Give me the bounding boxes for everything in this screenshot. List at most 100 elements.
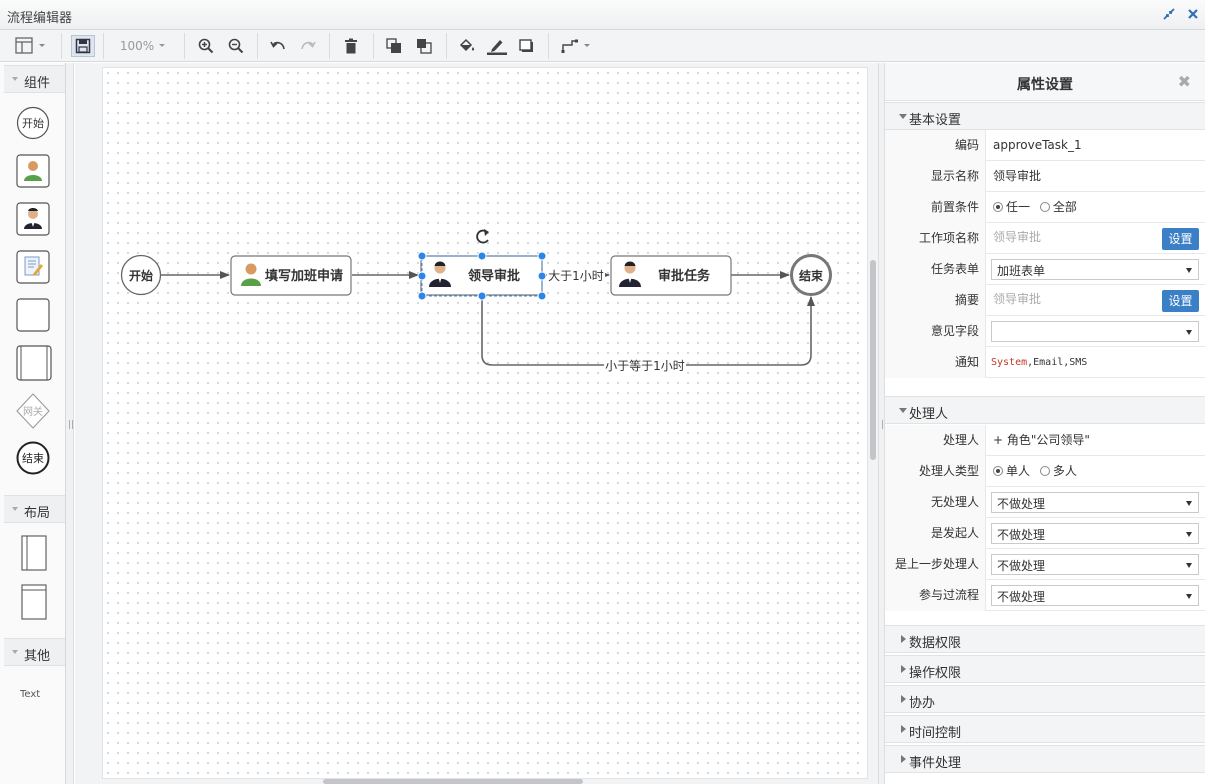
svg-text:网关: 网关 bbox=[23, 405, 43, 418]
summary-input[interactable]: 领导审批 bbox=[993, 292, 1042, 306]
canvas-area bbox=[75, 63, 878, 784]
section-basic[interactable]: 基本设置 bbox=[885, 102, 1205, 130]
section-data-permission[interactable]: 数据权限 bbox=[885, 625, 1205, 653]
shadow-icon bbox=[519, 39, 533, 52]
redo-button[interactable] bbox=[297, 35, 319, 57]
trash-icon bbox=[345, 38, 357, 54]
component-palette: 组件 开始 网关 结束 布局 bbox=[0, 63, 66, 784]
delete-button[interactable] bbox=[340, 35, 362, 57]
row-precondition: 前置条件 任一 全部 bbox=[885, 192, 1205, 223]
chevron-down-icon bbox=[1186, 268, 1192, 273]
opinion-field-select[interactable] bbox=[991, 321, 1199, 342]
palette-section-other[interactable]: 其他 bbox=[4, 638, 65, 666]
palette-end-event[interactable]: 结束 bbox=[16, 441, 50, 478]
canvas-vertical-scrollbar[interactable] bbox=[870, 260, 876, 460]
right-splitter[interactable]: || bbox=[878, 63, 887, 784]
svg-text:结束: 结束 bbox=[22, 452, 44, 465]
layout-icon bbox=[15, 37, 45, 54]
node-fill-request[interactable]: 填写加班申请 bbox=[230, 255, 352, 296]
row-handler: 处理人 + 角色"公司领导" bbox=[885, 425, 1205, 456]
title-bar: 流程编辑器 bbox=[0, 0, 1205, 30]
connector-style-button[interactable] bbox=[560, 35, 594, 57]
handler-single-radio[interactable]: 单人 bbox=[993, 464, 1030, 478]
undo-icon bbox=[270, 41, 285, 50]
manager-icon bbox=[429, 261, 451, 287]
handler-value[interactable]: + 角色"公司领导" bbox=[993, 433, 1090, 447]
edge-label-le-one-hour[interactable]: 小于等于1小时 bbox=[605, 359, 685, 373]
section-handler[interactable]: 处理人 bbox=[885, 396, 1205, 424]
minimize-icon[interactable] bbox=[1161, 6, 1177, 22]
palette-start-event[interactable]: 开始 bbox=[16, 106, 50, 143]
palette-subprocess[interactable] bbox=[16, 345, 52, 384]
node-start[interactable]: 开始 bbox=[120, 254, 162, 296]
shadow-button[interactable] bbox=[516, 35, 538, 57]
selection-handles[interactable] bbox=[417, 251, 547, 301]
palette-blank-task[interactable] bbox=[16, 298, 50, 335]
display-name-input[interactable]: 领导审批 bbox=[993, 169, 1042, 183]
close-icon[interactable] bbox=[1185, 6, 1201, 22]
edge-label-gt-one-hour[interactable]: 大于1小时 bbox=[548, 269, 604, 283]
code-input[interactable]: approveTask_1 bbox=[993, 138, 1082, 152]
node-leader-approve[interactable]: 领导审批 bbox=[420, 255, 543, 297]
summary-set-button[interactable]: 设置 bbox=[1162, 290, 1199, 312]
workitem-set-button[interactable]: 设置 bbox=[1162, 228, 1199, 250]
prev-handler-select[interactable]: 不做处理 bbox=[991, 554, 1199, 575]
row-task-form: 任务表单 加班表单 bbox=[885, 254, 1205, 285]
chevron-down-icon bbox=[1186, 532, 1192, 537]
palette-user-task[interactable] bbox=[16, 154, 50, 191]
diagram-canvas[interactable] bbox=[102, 67, 868, 779]
task-form-select[interactable]: 加班表单 bbox=[991, 259, 1199, 280]
send-to-back-button[interactable] bbox=[413, 35, 435, 57]
handler-multi-radio[interactable]: 多人 bbox=[1039, 464, 1077, 478]
user-icon bbox=[241, 263, 261, 286]
save-button[interactable] bbox=[71, 35, 95, 57]
canvas-horizontal-scrollbar[interactable] bbox=[323, 779, 583, 784]
properties-close-icon[interactable]: ✖ bbox=[1177, 72, 1191, 91]
palette-horizontal-lane[interactable] bbox=[21, 584, 47, 623]
bring-to-front-button[interactable] bbox=[383, 35, 405, 57]
zoom-out-button[interactable] bbox=[225, 35, 247, 57]
properties-title: 属性设置 bbox=[1017, 77, 1073, 93]
notify-value[interactable]: System,Email,SMS bbox=[991, 357, 1088, 368]
chevron-down-icon bbox=[1186, 330, 1192, 335]
palette-vertical-lane[interactable] bbox=[21, 535, 47, 574]
precond-all-radio[interactable]: 全部 bbox=[1039, 200, 1077, 214]
connector-icon bbox=[561, 39, 590, 53]
section-time-control[interactable]: 时间控制 bbox=[885, 715, 1205, 743]
diagram: 大于1小时 小于等于1小时 开始 填写加班申请 领导审批 bbox=[120, 229, 832, 374]
node-approve-task[interactable]: 审批任务 bbox=[610, 255, 732, 296]
save-icon bbox=[75, 38, 91, 54]
rotate-handle-icon[interactable] bbox=[476, 229, 489, 244]
no-handler-select[interactable]: 不做处理 bbox=[991, 492, 1199, 513]
pencil-icon bbox=[487, 40, 507, 55]
row-handler-type: 处理人类型 单人 多人 bbox=[885, 456, 1205, 487]
section-event-handling[interactable]: 事件处理 bbox=[885, 745, 1205, 773]
joined-process-select[interactable]: 不做处理 bbox=[991, 585, 1199, 606]
to-front-icon bbox=[386, 38, 401, 53]
layout-menu-button[interactable] bbox=[14, 35, 50, 57]
precond-any-radio[interactable]: 任一 bbox=[993, 200, 1030, 214]
line-color-button[interactable] bbox=[486, 35, 508, 57]
row-no-handler: 无处理人 不做处理 bbox=[885, 487, 1205, 518]
palette-script-task[interactable] bbox=[16, 250, 50, 287]
palette-section-components[interactable]: 组件 bbox=[4, 65, 65, 93]
zoom-select[interactable]: 100% bbox=[114, 35, 174, 57]
undo-button[interactable] bbox=[267, 35, 289, 57]
palette-section-layout[interactable]: 布局 bbox=[4, 495, 65, 523]
palette-manager-task[interactable] bbox=[16, 202, 50, 239]
is-initiator-select[interactable]: 不做处理 bbox=[991, 523, 1199, 544]
palette-text[interactable]: Text bbox=[20, 689, 41, 700]
palette-gateway[interactable]: 网关 bbox=[16, 393, 50, 432]
section-assist[interactable]: 协办 bbox=[885, 685, 1205, 713]
row-opinion-field: 意见字段 bbox=[885, 316, 1205, 347]
to-back-icon bbox=[417, 39, 432, 54]
workitem-name-input[interactable]: 领导审批 bbox=[993, 230, 1042, 244]
fill-color-button[interactable] bbox=[456, 35, 478, 57]
section-operation-permission[interactable]: 操作权限 bbox=[885, 655, 1205, 683]
left-splitter[interactable]: || bbox=[66, 63, 74, 784]
zoom-in-button[interactable] bbox=[195, 35, 217, 57]
edge-leader-end[interactable] bbox=[481, 296, 815, 366]
node-end[interactable]: 结束 bbox=[790, 254, 832, 296]
row-notify: 通知 System,Email,SMS bbox=[885, 347, 1205, 378]
paint-bucket-icon bbox=[459, 38, 475, 52]
